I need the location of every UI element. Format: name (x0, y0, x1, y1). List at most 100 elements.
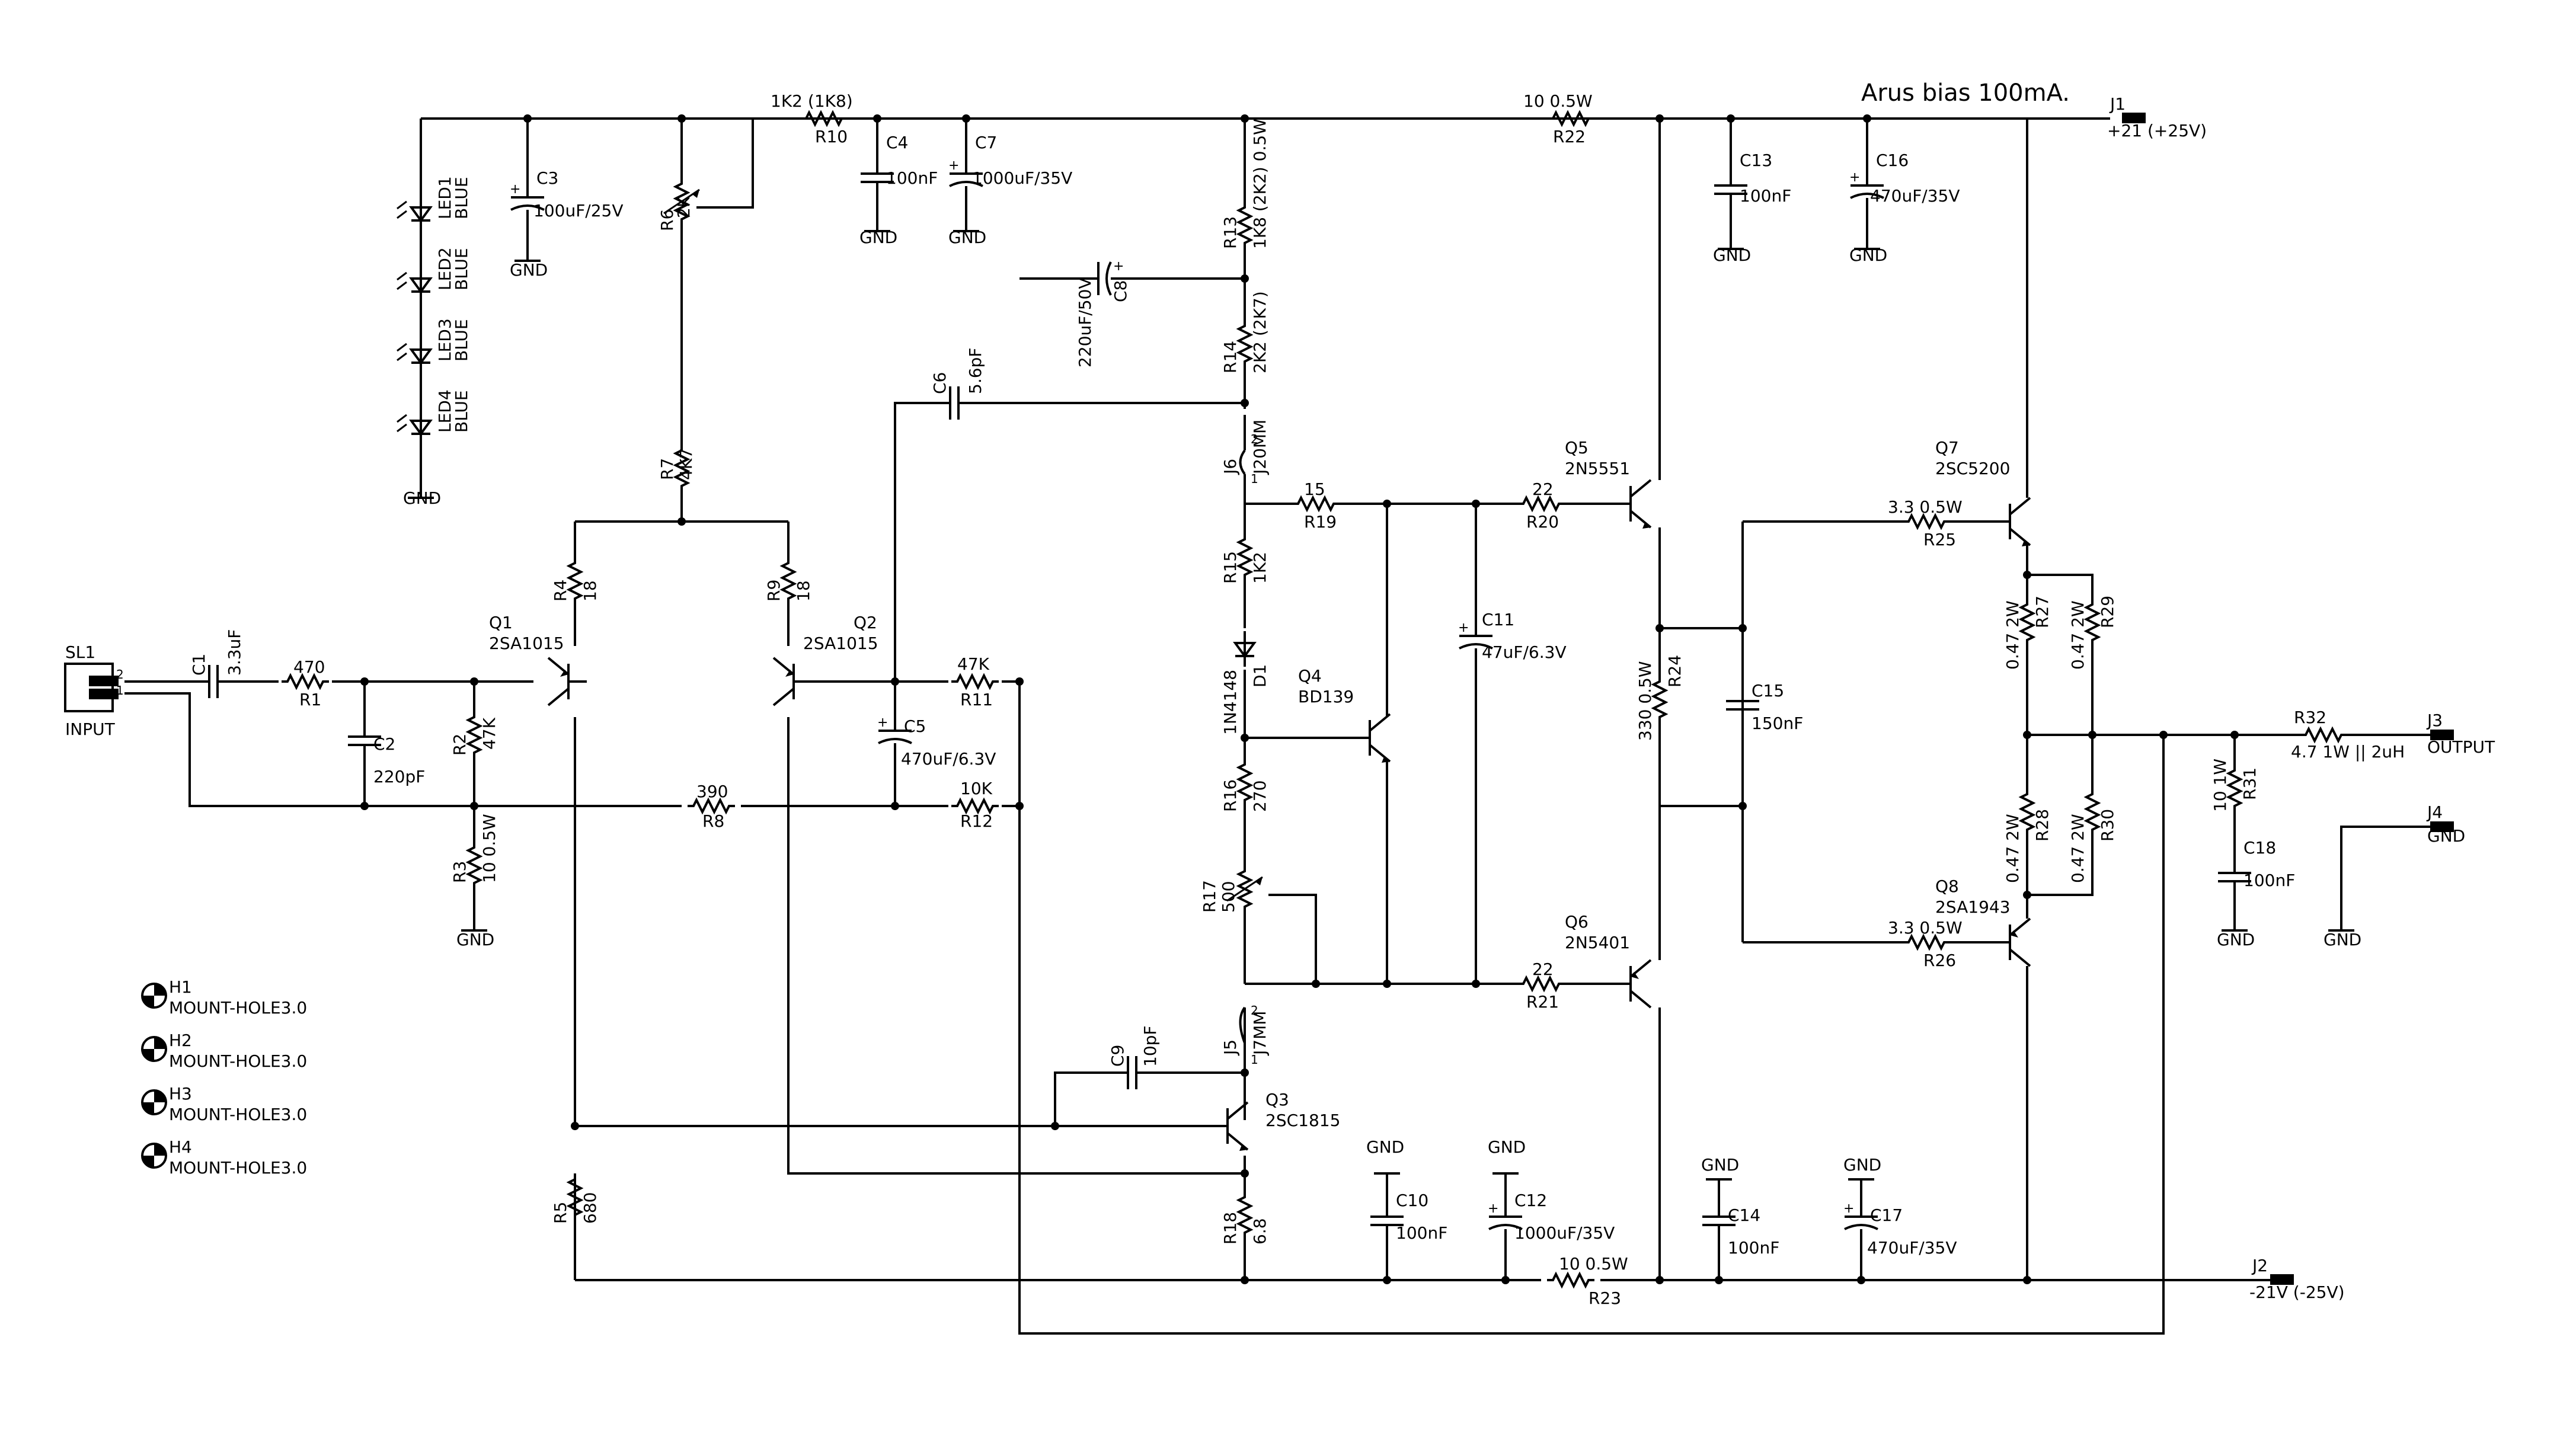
r3-icon (467, 840, 481, 890)
mount-hole-icon (141, 983, 167, 1009)
q3-icon (1208, 1101, 1249, 1152)
c8-ref: C8 (1111, 280, 1130, 302)
d1-icon (1234, 630, 1255, 668)
j5-icon (1239, 1006, 1246, 1067)
r18-value: 6.8 (1250, 1218, 1270, 1245)
led3-ref: LED3 (435, 318, 455, 362)
q3-ref: Q3 (1265, 1090, 1289, 1109)
r8-ref: R8 (702, 811, 724, 831)
r9-value: 18 (794, 580, 813, 602)
r25-ref: R25 (1923, 530, 1956, 549)
led1-value: BLUE (452, 177, 471, 219)
r22-icon (1546, 111, 1596, 126)
r4-icon (568, 556, 582, 606)
q2-value: 2SA1015 (803, 634, 878, 653)
c6-ref: C6 (930, 372, 950, 394)
r1-icon (280, 674, 330, 689)
c4-ref: C4 (886, 133, 908, 152)
r8-icon (686, 799, 736, 813)
r14-ref: R14 (1220, 341, 1240, 373)
led3-value: BLUE (452, 319, 471, 362)
r21-icon (1516, 977, 1566, 991)
r22-value: 10 0.5W (1523, 91, 1593, 111)
components (64, 111, 2454, 1287)
q5-ref: Q5 (1565, 438, 1589, 458)
j5-pin2: 2 (1251, 1003, 1258, 1018)
q1-ref: Q1 (489, 613, 513, 632)
j6-icon (1239, 449, 1246, 475)
r23-ref: R23 (1589, 1288, 1621, 1308)
r24-ref: R24 (1665, 655, 1685, 687)
r10-icon (799, 111, 849, 126)
c15-value: 150nF (1752, 714, 1803, 733)
c11-ref: C11 (1482, 610, 1514, 629)
c1-ref: C1 (189, 654, 209, 676)
gnd-label: GND (2323, 930, 2361, 949)
r7-ref: R7 (657, 458, 677, 480)
h2-ref: H2 (169, 1031, 192, 1050)
h4-ref: H4 (169, 1137, 192, 1157)
junction-dots (360, 114, 2239, 1284)
r20-value: 22 (1532, 479, 1554, 499)
c7-ref: C7 (975, 133, 997, 152)
sl1-connector-icon (64, 663, 114, 712)
q7-ref: Q7 (1935, 438, 1959, 458)
q2-ref: Q2 (854, 613, 877, 632)
gnd-label: GND (456, 930, 494, 949)
led1-icon (396, 194, 432, 232)
j2-value: -21V (-25V) (2249, 1282, 2345, 1302)
bias-note: Arus bias 100mA. (1861, 79, 2070, 107)
gnd-label: GND (1713, 245, 1751, 265)
r8-value: 390 (696, 782, 728, 801)
h1-ref: H1 (169, 977, 192, 997)
r28-icon (2020, 787, 2034, 837)
q1-icon (547, 657, 588, 706)
q8-icon (1990, 917, 2031, 967)
c13-value: 100nF (1740, 186, 1791, 206)
c10-ref: C10 (1396, 1191, 1428, 1210)
q7-value: 2SC5200 (1935, 459, 2010, 478)
j2-pad-icon (2270, 1274, 2294, 1285)
d1-value: 1N4148 (1220, 670, 1240, 735)
c9-ref: C9 (1108, 1045, 1127, 1067)
r16-ref: R16 (1220, 779, 1240, 812)
q8-ref: Q8 (1935, 877, 1959, 896)
r15-icon (1238, 532, 1252, 582)
r11-ref: R11 (960, 690, 993, 709)
c12-ref: C12 (1514, 1191, 1547, 1210)
c9-value: 10pF (1140, 1025, 1160, 1067)
h2-value: MOUNT-HOLE3.0 (169, 1051, 307, 1071)
q4-ref: Q4 (1298, 666, 1322, 686)
r26-icon (1901, 935, 1951, 949)
r4-ref: R4 (551, 580, 570, 602)
r2-icon (467, 710, 481, 760)
q4-value: BD139 (1298, 687, 1354, 706)
r28-value: 0.47 2W (2003, 814, 2022, 883)
r19-icon (1291, 497, 1341, 511)
r22-ref: R22 (1553, 127, 1586, 146)
r11-value: 47K (957, 654, 990, 674)
r25-value: 3.3 0.5W (1888, 497, 1963, 517)
gnd-label: GND (1488, 1137, 1526, 1157)
r23-icon (1546, 1273, 1596, 1287)
q3-value: 2SC1815 (1265, 1111, 1340, 1130)
r21-ref: R21 (1526, 992, 1559, 1012)
r12-ref: R12 (960, 811, 993, 831)
q2-icon (772, 657, 813, 706)
led2-icon (396, 266, 432, 303)
r32-ref: R32 (2294, 708, 2326, 727)
r19-value: 15 (1304, 479, 1325, 499)
r6-value: 2K (674, 196, 693, 218)
j4-ref: J4 (2426, 802, 2443, 822)
gnd-label: GND (1701, 1155, 1739, 1175)
r27-ref: R27 (2032, 596, 2052, 628)
r27-value: 0.47 2W (2003, 600, 2022, 670)
r28-ref: R28 (2032, 809, 2052, 842)
q8-value: 2SA1943 (1935, 897, 2011, 917)
c4-value: 100nF (886, 168, 938, 188)
c3-ref: C3 (536, 168, 558, 188)
c10-value: 100nF (1396, 1223, 1447, 1243)
r17-ref: R17 (1200, 880, 1219, 913)
r26-ref: R26 (1923, 951, 1956, 970)
j6-pin1: 1 (1251, 472, 1258, 486)
